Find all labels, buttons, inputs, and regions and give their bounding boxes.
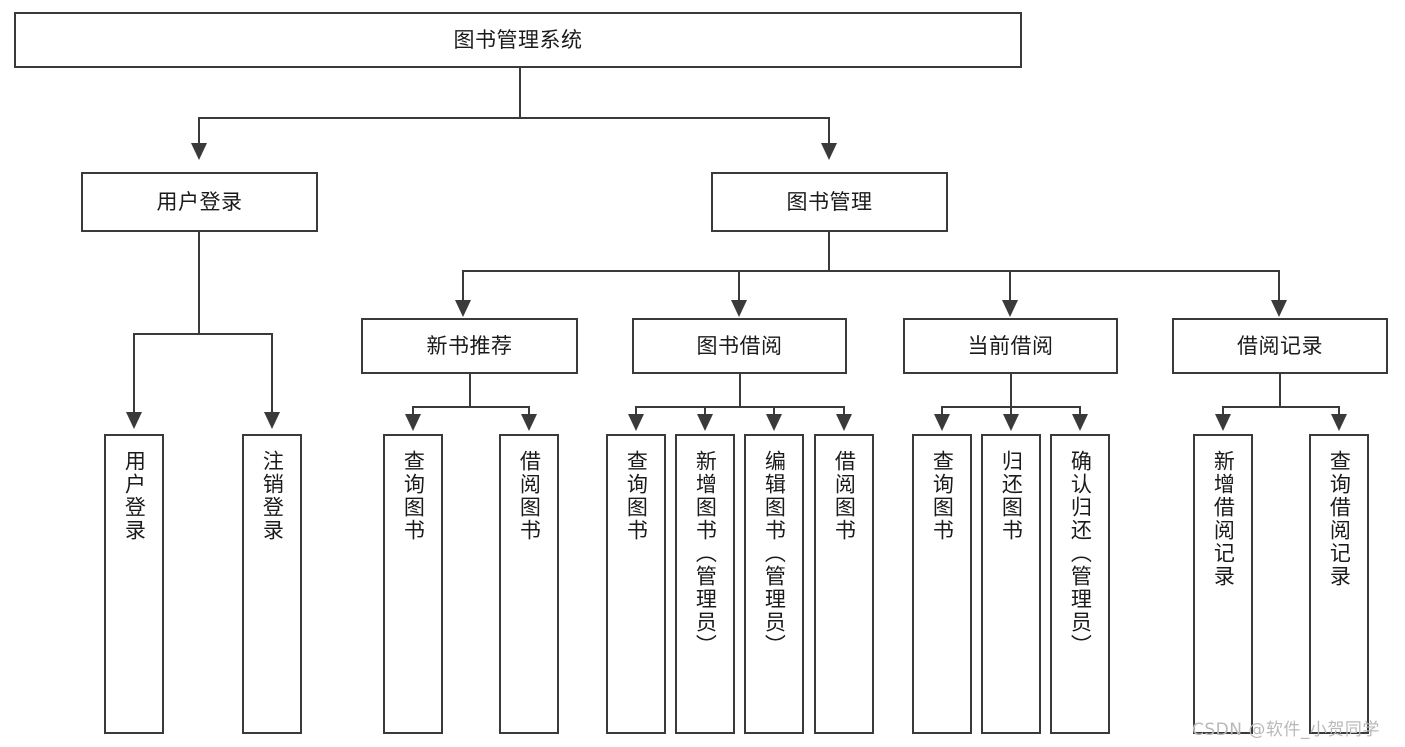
arrowhead-user-login-to-leaf-1: [126, 412, 142, 429]
arrowhead-to-new-book-recommend: [455, 300, 471, 317]
leaf-current-borrow-query-book[interactable]: 查询图书: [912, 434, 972, 734]
connector-to-new-book-recommend: [462, 270, 464, 302]
connector-cb-leaf-3: [1079, 406, 1081, 418]
connector-to-current-borrow: [1009, 270, 1011, 302]
node-label: 新增图书（管理员）: [693, 450, 718, 657]
node-new-book-recommend[interactable]: 新书推荐: [361, 318, 578, 374]
watermark-credit: CSDN @软件_小贺同学: [1192, 720, 1380, 740]
connector-level2-bar: [462, 270, 1280, 272]
node-label: 当前借阅: [967, 333, 1054, 358]
node-label: 查询图书: [401, 450, 426, 542]
connector-br-leaf-2: [1338, 406, 1340, 418]
leaf-current-borrow-confirm-return-admin[interactable]: 确认归还（管理员）: [1050, 434, 1110, 734]
connector-book-management-stem: [828, 232, 830, 271]
leaf-book-borrow-borrow-book[interactable]: 借阅图书: [814, 434, 874, 734]
node-label: 查询借阅记录: [1327, 450, 1352, 588]
arrowhead-cb-leaf-2: [1003, 414, 1019, 431]
connector-new-book-recommend-stem: [469, 374, 471, 408]
leaf-user-login-logout[interactable]: 注销登录: [242, 434, 302, 734]
connector-borrow-record-bar: [1222, 406, 1340, 408]
node-label: 查询图书: [930, 450, 955, 542]
connector-user-login-bar: [133, 333, 273, 335]
node-label: 借阅记录: [1237, 333, 1323, 358]
connector-nbr-leaf-2: [528, 406, 530, 418]
connector-current-borrow-stem: [1010, 374, 1012, 408]
leaf-book-borrow-query-book[interactable]: 查询图书: [606, 434, 666, 734]
connector-root-to-user-login: [198, 117, 200, 145]
arrowhead-br-leaf-2: [1331, 414, 1347, 431]
leaf-borrow-record-add-record[interactable]: 新增借阅记录: [1193, 434, 1253, 734]
node-book-borrow[interactable]: 图书借阅: [632, 318, 847, 374]
node-label: 注销登录: [260, 450, 285, 542]
arrowhead-br-leaf-1: [1215, 414, 1231, 431]
connector-root-stem: [519, 68, 521, 118]
node-root-book-management-system[interactable]: 图书管理系统: [14, 12, 1022, 68]
arrowhead-root-to-book-management: [821, 143, 837, 160]
arrowhead-to-current-borrow: [1002, 300, 1018, 317]
connector-bb-leaf-2: [704, 406, 706, 418]
arrowhead-bb-leaf-2: [697, 414, 713, 431]
node-label: 图书管理: [786, 189, 873, 214]
connector-user-login-stem: [198, 232, 200, 334]
leaf-borrow-record-query-record[interactable]: 查询借阅记录: [1309, 434, 1369, 734]
arrowhead-to-book-borrow: [731, 300, 747, 317]
connector-bb-leaf-3: [773, 406, 775, 418]
leaf-book-borrow-add-book-admin[interactable]: 新增图书（管理员）: [675, 434, 735, 734]
node-label: 用户登录: [156, 189, 243, 214]
connector-book-borrow-stem: [739, 374, 741, 408]
node-label: 归还图书: [999, 450, 1024, 542]
connector-new-book-recommend-bar: [412, 406, 530, 408]
connector-book-borrow-bar: [635, 406, 845, 408]
node-label: 新书推荐: [426, 333, 513, 358]
connector-to-borrow-record: [1278, 270, 1280, 302]
connector-br-leaf-1: [1222, 406, 1224, 418]
connector-cb-leaf-2: [1010, 406, 1012, 418]
connector-to-book-borrow: [738, 270, 740, 302]
node-label: 借阅图书: [517, 450, 542, 542]
leaf-book-borrow-edit-book-admin[interactable]: 编辑图书（管理员）: [744, 434, 804, 734]
node-borrow-record[interactable]: 借阅记录: [1172, 318, 1388, 374]
connector-user-login-to-leaf-1: [133, 333, 135, 415]
node-user-login[interactable]: 用户登录: [81, 172, 318, 232]
leaf-new-book-recommend-query-book[interactable]: 查询图书: [383, 434, 443, 734]
connector-bb-leaf-1: [635, 406, 637, 418]
node-label: 新增借阅记录: [1211, 450, 1236, 588]
node-label: 查询图书: [624, 450, 649, 542]
connector-user-login-to-leaf-2: [271, 333, 273, 415]
arrowhead-user-login-to-leaf-2: [264, 412, 280, 429]
connector-bb-leaf-4: [843, 406, 845, 418]
arrowhead-cb-leaf-1: [934, 414, 950, 431]
leaf-user-login-login[interactable]: 用户登录: [104, 434, 164, 734]
arrowhead-cb-leaf-3: [1072, 414, 1088, 431]
node-label: 图书借阅: [696, 333, 783, 358]
arrowhead-nbr-leaf-2: [521, 414, 537, 431]
node-label: 用户登录: [122, 450, 147, 542]
node-book-management[interactable]: 图书管理: [711, 172, 948, 232]
arrowhead-bb-leaf-3: [766, 414, 782, 431]
connector-root-bar: [198, 117, 830, 119]
node-current-borrow[interactable]: 当前借阅: [903, 318, 1118, 374]
leaf-new-book-recommend-borrow-book[interactable]: 借阅图书: [499, 434, 559, 734]
node-label: 图书管理系统: [453, 27, 583, 52]
arrowhead-nbr-leaf-1: [405, 414, 421, 431]
arrowhead-bb-leaf-4: [836, 414, 852, 431]
node-label: 借阅图书: [832, 450, 857, 542]
node-label: 确认归还（管理员）: [1068, 450, 1093, 657]
node-label: 编辑图书（管理员）: [762, 450, 787, 657]
arrowhead-bb-leaf-1: [628, 414, 644, 431]
arrowhead-root-to-user-login: [191, 143, 207, 160]
leaf-current-borrow-return-book[interactable]: 归还图书: [981, 434, 1041, 734]
connector-nbr-leaf-1: [412, 406, 414, 418]
connector-root-to-book-management: [828, 117, 830, 145]
arrowhead-to-borrow-record: [1271, 300, 1287, 317]
connector-cb-leaf-1: [941, 406, 943, 418]
connector-borrow-record-stem: [1279, 374, 1281, 408]
